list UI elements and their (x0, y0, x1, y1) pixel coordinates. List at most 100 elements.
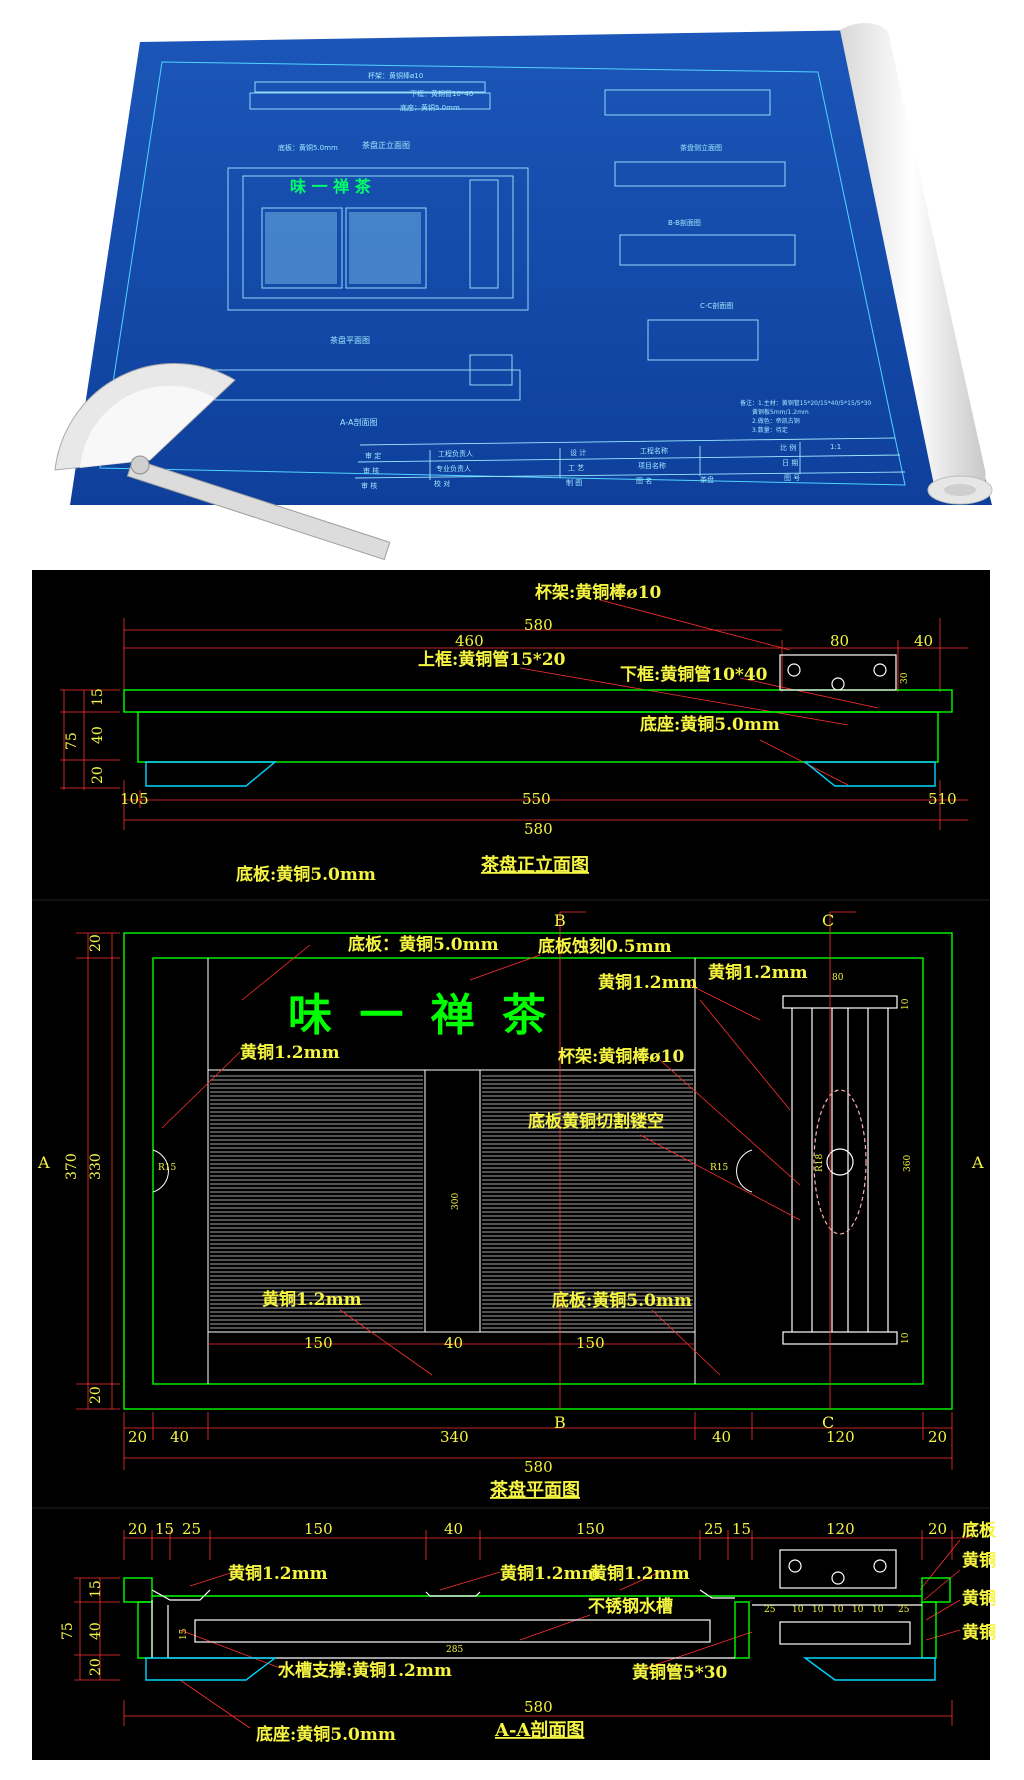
dim-t20a: 20 (128, 1520, 147, 1538)
dim-r10d: 10 (852, 1605, 864, 1615)
dim-t20b: 20 (928, 1520, 947, 1538)
dim-r10c: 10 (832, 1605, 844, 1615)
label-upper-frame: 上框:黄铜管15*20 (418, 649, 566, 670)
dim-b580: 580 (524, 1458, 553, 1476)
dim-i150b: 150 (576, 1334, 605, 1352)
svg-text:1:1: 1:1 (830, 443, 841, 451)
dim-s285: 285 (446, 1645, 463, 1655)
label-cut-1: 底板 (962, 1520, 997, 1541)
dim-b120: 120 (826, 1428, 855, 1446)
marker-a-left: A (37, 1153, 50, 1172)
dim-t40: 40 (444, 1520, 463, 1538)
svg-text:日 期: 日 期 (782, 459, 798, 467)
bp-note-1: 备注：1.主材：黄铜管15*20/15*40/5*15/5*30 (740, 399, 871, 407)
grate-right (482, 1075, 693, 1329)
dim-h15: 15 (90, 688, 106, 706)
dim-r10b: 10 (812, 1605, 824, 1615)
bp-label-base: 底座：黄铜5.0mm (400, 103, 460, 112)
label-sink: 不锈钢水槽 (588, 1596, 673, 1617)
dim-580-top: 580 (524, 616, 553, 634)
dim-r10e: 10 (872, 1605, 884, 1615)
section-view: 黄铜1.2mm 黄铜1.2mm 黄铜1.2mm 不锈钢水槽 水槽支撑:黄铜1.2… (60, 1520, 997, 1745)
plan-view: 味 一 禅 茶 底板：黄铜5.0mm 底板蚀刻0.5mm 黄铜1.2mm 黄铜1… (37, 911, 984, 1501)
plan-view-title: 茶盘平面图 (490, 1479, 580, 1501)
cup-rack-plan (782, 995, 898, 1345)
svg-text:工程名称: 工程名称 (640, 446, 668, 455)
svg-text:设 计: 设 计 (570, 448, 586, 457)
brand-etching: 味 一 禅 茶 (288, 990, 552, 1041)
label-cup-rack: 杯架:黄铜棒ø10 (535, 582, 661, 603)
dim-v360: 360 (903, 1155, 913, 1172)
dim-b40b: 40 (712, 1428, 731, 1446)
dim-t150b: 150 (576, 1520, 605, 1538)
dim-sec-b580: 580 (524, 1698, 553, 1716)
bp-brand: 味 一 禅 茶 (290, 177, 372, 196)
label-cup-rack-plan: 杯架:黄铜棒ø10 (558, 1046, 684, 1067)
grate-left (210, 1075, 423, 1329)
label-brass-b: 黄铜1.2mm (708, 962, 808, 983)
marker-a-right: A (971, 1153, 984, 1172)
blueprint-sheet (70, 30, 992, 505)
label-cut: 底板黄铜切割镂空 (528, 1111, 664, 1132)
label-cut-2: 黄铜 (962, 1550, 996, 1571)
bp-front-title: 茶盘正立面图 (362, 140, 410, 150)
dim-580-bottom: 580 (524, 820, 553, 838)
dim-t25b: 25 (704, 1520, 723, 1538)
dim-460: 460 (455, 632, 484, 650)
dim-b20a: 20 (128, 1428, 147, 1446)
label-pipe: 黄铜管5*30 (632, 1662, 728, 1683)
dim-r18: R18 (815, 1153, 825, 1172)
dim-550: 550 (522, 790, 551, 808)
dim-v300: 300 (451, 1193, 461, 1210)
svg-text:比 例: 比 例 (780, 443, 796, 452)
dim-v10a: 10 (901, 998, 911, 1010)
label-lower-frame: 下框:黄铜管10*40 (620, 664, 768, 685)
dim-v10b: 10 (901, 1332, 911, 1344)
marker-b-top: B (554, 911, 566, 930)
label-brass-a: 黄铜1.2mm (598, 972, 698, 993)
marker-c-top: C (822, 911, 834, 930)
bp-note-2: 黄铜板5mm/1.2mm (752, 408, 809, 416)
dim-sec-h20: 20 (88, 1658, 104, 1676)
bp-note-4: 3.数量：待定 (752, 426, 788, 434)
dim-r10a: 10 (792, 1605, 804, 1615)
label-bottom-plate: 底板:黄铜5.0mm (236, 864, 376, 885)
cup-rack-bracket (779, 654, 897, 691)
dim-80: 80 (830, 632, 849, 650)
dim-h20: 20 (90, 766, 106, 784)
blueprint-lines (214, 81, 906, 480)
svg-text:审 核: 审 核 (363, 466, 379, 475)
dim-30: 30 (900, 672, 910, 684)
svg-text:审 核: 审 核 (361, 481, 377, 490)
dim-t25a: 25 (182, 1520, 201, 1538)
dim-h75: 75 (64, 732, 80, 750)
dim-40: 40 (914, 632, 933, 650)
dim-r15a: R15 (158, 1163, 177, 1173)
dim-v330: 330 (88, 1153, 104, 1180)
section-view-title: A-A剖面图 (494, 1719, 584, 1741)
dim-v20b: 20 (88, 1386, 104, 1404)
bp-plate-label: 底板：黄铜5.0mm (278, 143, 338, 152)
svg-text:专业负责人: 专业负责人 (436, 464, 471, 473)
dim-i150a: 150 (304, 1334, 333, 1352)
svg-text:工 艺: 工 艺 (568, 464, 584, 472)
dim-t150a: 150 (304, 1520, 333, 1538)
svg-text:工程负责人: 工程负责人 (438, 449, 473, 458)
dim-sec-h15: 15 (88, 1580, 104, 1598)
dim-t15a: 15 (155, 1520, 174, 1538)
label-plate-bottom: 底板:黄铜5.0mm (552, 1290, 692, 1311)
label-section-brass-a: 黄铜1.2mm (228, 1563, 328, 1584)
blueprint-photo: 杯架：黄铜棒ø10 下框：黄铜管10*40 底座：黄铜5.0mm 茶盘正立面图 … (0, 0, 1024, 561)
svg-text:项目名称: 项目名称 (638, 461, 666, 470)
dim-sec-h40: 40 (88, 1622, 104, 1640)
label-section-brass-b: 黄铜1.2mm (500, 1563, 600, 1584)
label-support: 水槽支撑:黄铜1.2mm (278, 1660, 452, 1681)
label-section-brass-c: 黄铜1.2mm (590, 1563, 690, 1584)
svg-text:制 图: 制 图 (566, 478, 582, 487)
label-brass-left: 黄铜1.2mm (240, 1042, 340, 1063)
dim-h40: 40 (90, 726, 106, 744)
dim-b20b: 20 (928, 1428, 947, 1446)
dim-r15b: R15 (710, 1163, 729, 1173)
dim-v20a: 20 (88, 934, 104, 952)
